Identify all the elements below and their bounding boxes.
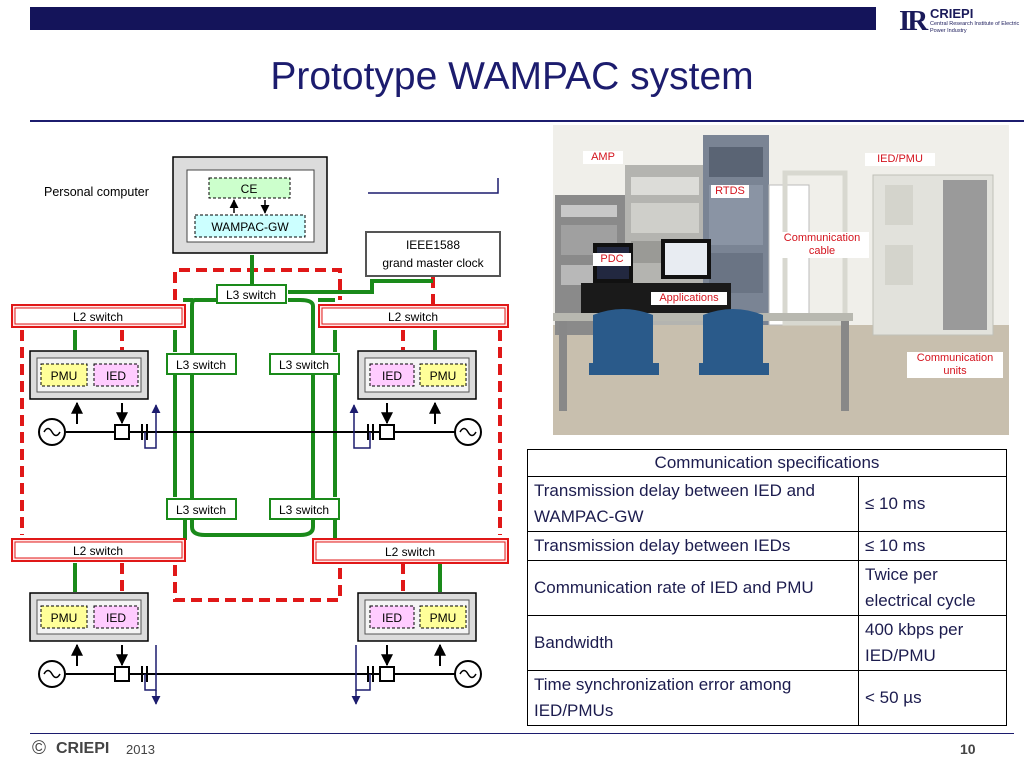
copyright-icon: ©: [32, 738, 46, 759]
l3-switch-bottom-right: [269, 498, 340, 520]
photo-label-comm-units: Communication units: [907, 352, 1003, 378]
photo-label-applications: Applications: [651, 292, 727, 305]
pmu-top-right: [419, 363, 467, 387]
photo-label-rtds: RTDS: [711, 185, 749, 198]
footer-org: CRIEPI: [56, 740, 110, 757]
spec-value: Twice per electrical cycle: [858, 560, 1007, 616]
slide-title: Prototype WAMPAC system: [270, 55, 754, 98]
logo-name: CRIEPI: [930, 6, 974, 21]
photo-label-pdc: PDC: [593, 253, 631, 266]
l2-switch-bottom-right-label: L2 switch: [385, 545, 435, 559]
l2-switch-top-right-label: L2 switch: [388, 310, 438, 324]
l3-switch-top-label: L3 switch: [226, 288, 276, 302]
page-number: 10: [960, 741, 976, 757]
power-system-lower: [38, 643, 482, 688]
l3-switch-mid-left: [166, 353, 237, 375]
pmu-top-left: [40, 363, 88, 387]
l3-switch-mid-right-label: L3 switch: [279, 358, 329, 372]
photo-label-ied-pmu: IED/PMU: [865, 153, 935, 166]
spec-label: Communication rate of IED and PMU: [527, 560, 859, 616]
spec-label: Bandwidth: [527, 615, 859, 671]
comm-cable-line2: cable: [808, 245, 836, 257]
l2-switch-top-left-label: L2 switch: [73, 310, 123, 324]
l3-switch-top: [216, 284, 287, 304]
photo-label-amp: AMP: [583, 151, 623, 164]
green-network: [73, 255, 442, 592]
red-dashed-network: [20, 268, 502, 602]
spec-label: Transmission delay between IED and WAMPA…: [527, 476, 859, 532]
ied-top-right: [369, 363, 415, 387]
ied-bottom-right: [369, 605, 415, 629]
power-system-upper: [38, 401, 482, 446]
photo-label-comm-cable: Communication cable: [775, 232, 869, 258]
ied-top-right-label: IED: [382, 369, 402, 383]
communication-specifications-table: Communication specifications Transmissio…: [527, 449, 1007, 726]
l3-switch-bottom-left: [166, 498, 237, 520]
title-divider: [30, 120, 1024, 122]
grand-master-clock-box: [365, 231, 501, 277]
spec-label: Time synchronization error among IED/PMU…: [527, 670, 859, 726]
logo-subtitle: Central Research Institute of Electric P…: [930, 21, 1020, 34]
table-header-row: Communication specifications: [527, 449, 1007, 477]
clock-line2: grand master clock: [382, 256, 484, 270]
table-row: Transmission delay between IED and WAMPA…: [527, 476, 1007, 532]
ce-label: CE: [241, 182, 258, 196]
laboratory-photo: AMP IED/PMU RTDS PDC Communication cable…: [553, 125, 1009, 435]
criepi-logo: IR CRIEPI Central Research Institute of …: [893, 4, 1023, 38]
table-row: Time synchronization error among IED/PMU…: [527, 670, 1007, 726]
ied-top-left: [93, 363, 139, 387]
trip-signal-lower: [144, 645, 371, 705]
ce-box: [208, 177, 291, 199]
pmu-bottom-left-label: PMU: [51, 611, 78, 625]
clock-line1: IEEE1588: [406, 238, 460, 252]
table-row: Communication rate of IED and PMU Twice …: [527, 560, 1007, 616]
ied-bottom-left-label: IED: [106, 611, 126, 625]
wampac-network-diagram: Personal computer CE WAMPAC-GW IEEE1588 …: [11, 156, 509, 705]
spec-label: Transmission delay between IEDs: [527, 531, 859, 561]
pmu-bottom-right-label: PMU: [430, 611, 457, 625]
spec-value: < 50 µs: [858, 670, 1007, 726]
l3-switch-mid-right: [269, 353, 340, 375]
l2-switch-bottom-left-label: L2 switch: [73, 544, 123, 558]
chairs: [589, 309, 769, 375]
pmu-top-right-label: PMU: [430, 369, 457, 383]
l3-switch-bottom-right-label: L3 switch: [279, 503, 329, 517]
wampac-gw-box: [194, 214, 306, 238]
ied-top-left-label: IED: [106, 369, 126, 383]
pmu-bottom-right: [419, 605, 467, 629]
pmu-bottom-left: [40, 605, 88, 629]
breaker-icon: [379, 424, 395, 440]
table-header: Communication specifications: [527, 449, 1007, 477]
spec-value: 400 kbps per IED/PMU: [858, 615, 1007, 671]
callout-bracket: [368, 178, 499, 194]
spec-value: ≤ 10 ms: [858, 476, 1007, 532]
comm-units-line1: Communication: [916, 352, 994, 364]
trip-signal-upper: [144, 404, 371, 449]
breaker-icon: [114, 424, 130, 440]
l3-switch-mid-left-label: L3 switch: [176, 358, 226, 372]
personal-computer: [172, 156, 328, 254]
comm-cable-line1: Communication: [783, 232, 861, 244]
footer-year: 2013: [126, 742, 155, 757]
logo-mark: IR: [899, 5, 928, 37]
breaker-icon: [379, 666, 395, 682]
l3-switch-bottom-left-label: L3 switch: [176, 503, 226, 517]
personal-computer-label: Personal computer: [44, 185, 149, 199]
ied-bottom-right-label: IED: [382, 611, 402, 625]
header-bar: [30, 7, 876, 30]
breaker-icon: [114, 666, 130, 682]
table-row: Transmission delay between IEDs ≤ 10 ms: [527, 531, 1007, 561]
comm-units-line2: units: [943, 365, 967, 377]
ied-bottom-left: [93, 605, 139, 629]
lab-photo-drawing: [553, 125, 1009, 435]
footer-divider: [30, 733, 1014, 734]
table-row: Bandwidth 400 kbps per IED/PMU: [527, 615, 1007, 671]
spec-value: ≤ 10 ms: [858, 531, 1007, 561]
wampac-gw-label: WAMPAC-GW: [211, 220, 289, 234]
pmu-top-left-label: PMU: [51, 369, 78, 383]
